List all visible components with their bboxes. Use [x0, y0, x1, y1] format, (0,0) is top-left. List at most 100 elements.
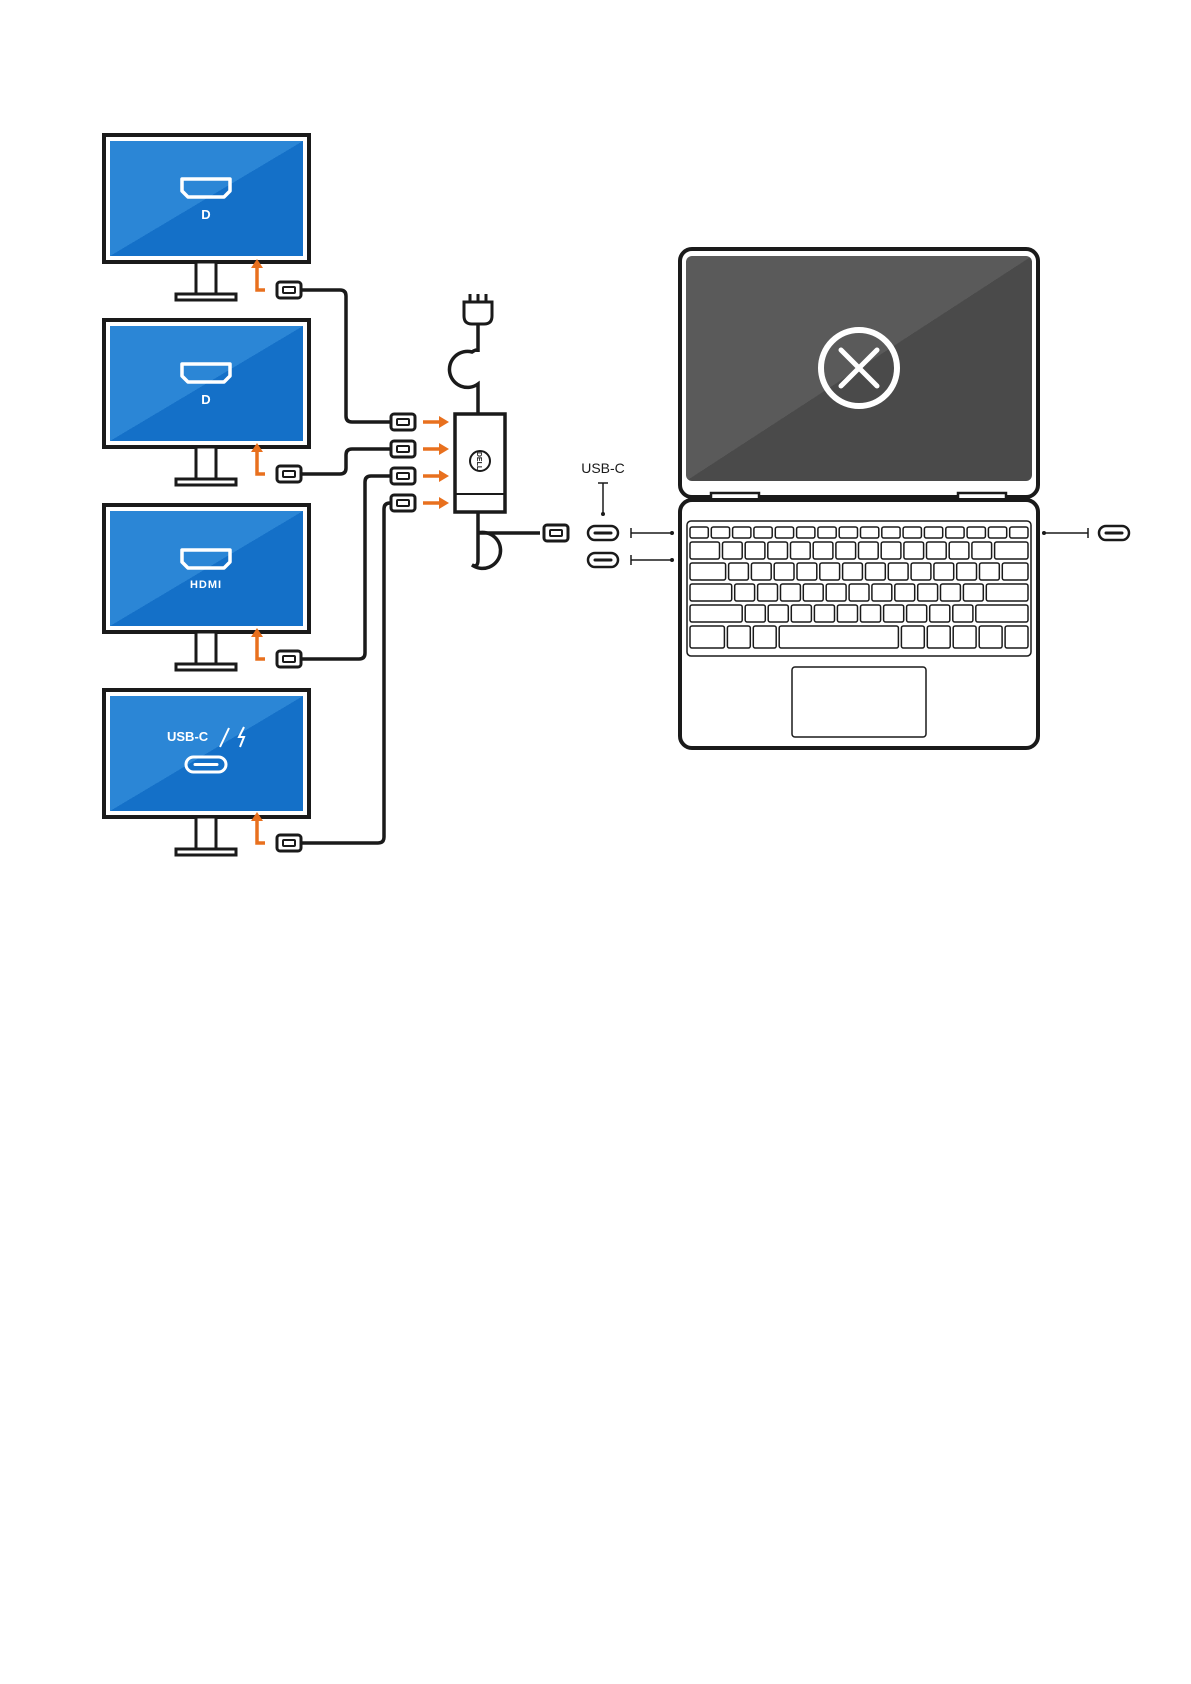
- keyboard-key: [791, 542, 811, 559]
- keyboard-key: [930, 605, 950, 622]
- keyboard-key: [768, 542, 788, 559]
- keyboard-key: [986, 584, 1028, 601]
- keyboard-key: [745, 542, 765, 559]
- keyboard-key: [729, 563, 749, 580]
- keyboard-key: [754, 527, 772, 538]
- keyboard-key: [727, 626, 750, 648]
- keyboard-key: [837, 605, 857, 622]
- keyboard-key: [888, 563, 908, 580]
- keyboard-key: [980, 563, 1000, 580]
- keyboard-key: [723, 542, 743, 559]
- keyboard-key: [949, 542, 969, 559]
- keyboard-key: [690, 527, 708, 538]
- cables: [301, 290, 390, 843]
- keyboard-key: [957, 563, 977, 580]
- keyboard-key: [735, 584, 755, 601]
- keyboard-key: [911, 563, 931, 580]
- keyboard-key: [758, 584, 778, 601]
- monitor-hdmi: HDMI: [104, 505, 309, 670]
- keyboard-key: [781, 584, 801, 601]
- keyboard-key: [934, 563, 954, 580]
- keyboard-key: [690, 542, 720, 559]
- keyboard-key: [924, 527, 942, 538]
- keyboard-key: [690, 563, 726, 580]
- keyboard-key: [843, 563, 863, 580]
- keyboard-key: [803, 584, 823, 601]
- keyboard-key: [907, 605, 927, 622]
- keyboard-key: [690, 626, 724, 648]
- keyboard-key: [918, 584, 938, 601]
- monitor-displayport-1: D: [104, 135, 309, 300]
- keyboard-key: [774, 563, 794, 580]
- keyboard-key: [903, 527, 921, 538]
- keyboard-key: [881, 542, 901, 559]
- keyboard-key: [1005, 626, 1028, 648]
- monitor-displayport-2: D: [104, 320, 309, 485]
- keyboard-key: [941, 584, 961, 601]
- monitor-usb-c: USB-C: [104, 690, 309, 855]
- keyboard-key: [791, 605, 811, 622]
- power-plug-icon: [464, 294, 492, 324]
- keyboard-key: [751, 563, 771, 580]
- keyboard-key: [976, 605, 1028, 622]
- keyboard-key: [690, 605, 742, 622]
- usb-c-ports-left: USB-C: [581, 460, 674, 567]
- keyboard-key: [753, 626, 776, 648]
- keyboard-key: [904, 542, 924, 559]
- keyboard-key: [884, 605, 904, 622]
- dock-side-connectors: [391, 414, 415, 511]
- keyboard-key: [1002, 563, 1028, 580]
- keyboard-key: [927, 626, 950, 648]
- keyboard-key: [820, 563, 840, 580]
- keyboard-key: [733, 527, 751, 538]
- usb-c-port-icon: [588, 526, 618, 540]
- keyboard-key: [849, 584, 869, 601]
- keyboard-key: [979, 626, 1002, 648]
- usb-c-port-icon: [588, 553, 618, 567]
- keyboard-key: [690, 584, 732, 601]
- keyboard-key: [797, 527, 815, 538]
- laptop: [680, 249, 1038, 748]
- keyboard-key: [988, 527, 1006, 538]
- keyboard-key: [775, 527, 793, 538]
- keyboard-key: [963, 584, 983, 601]
- keyboard-key: [895, 584, 915, 601]
- keyboard-key: [866, 563, 886, 580]
- keyboard-key: [768, 605, 788, 622]
- keyboard-key: [927, 542, 947, 559]
- keyboard-key: [861, 605, 881, 622]
- keyboard-key: [972, 542, 992, 559]
- keyboard-key: [995, 542, 1028, 559]
- dock-input-arrows: [423, 416, 449, 509]
- keyboard-key: [836, 542, 856, 559]
- usb-c-port-label: USB-C: [581, 460, 625, 476]
- keyboard-key: [711, 527, 729, 538]
- keyboard-key: [814, 605, 834, 622]
- keyboard-key: [861, 527, 879, 538]
- keyboard-key: [797, 563, 817, 580]
- keyboard-key: [953, 605, 973, 622]
- keyboard-key: [1010, 527, 1028, 538]
- keyboard-key: [946, 527, 964, 538]
- keyboard-key: [839, 527, 857, 538]
- displayport-label: D: [201, 207, 210, 222]
- keyboard-key: [953, 626, 976, 648]
- keyboard-key: [779, 626, 898, 648]
- keyboard-key: [818, 527, 836, 538]
- usb-c-label: USB-C: [167, 729, 209, 744]
- keyboard-key: [872, 584, 892, 601]
- dock: DELL: [449, 294, 568, 568]
- usb-c-port-icon: [1099, 526, 1129, 540]
- keyboard-key: [859, 542, 879, 559]
- touchpad: [792, 667, 926, 737]
- keyboard-key: [745, 605, 765, 622]
- hdmi-label: HDMI: [190, 579, 222, 591]
- usb-c-port-right: [1042, 526, 1129, 540]
- keyboard-key: [901, 626, 924, 648]
- keyboard-key: [826, 584, 846, 601]
- keyboard-key: [967, 527, 985, 538]
- dell-logo: DELL: [475, 452, 482, 471]
- displayport-label: D: [201, 392, 210, 407]
- keyboard-key: [882, 527, 900, 538]
